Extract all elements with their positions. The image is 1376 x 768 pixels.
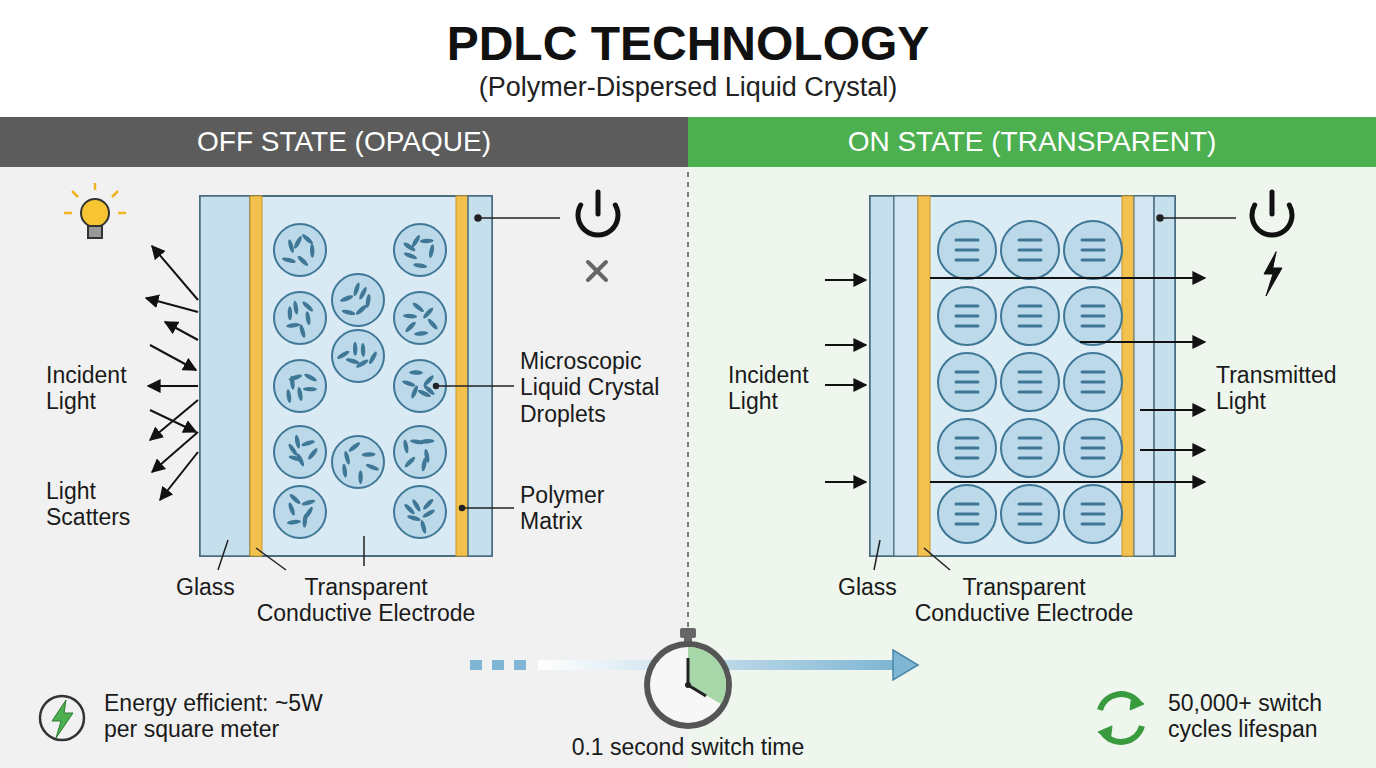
scatter-arrows: [146, 246, 198, 500]
part-label: Polymer Matrix: [520, 482, 640, 535]
divider: [687, 172, 689, 640]
part-label: Glass: [838, 574, 908, 600]
stopwatch-icon: [644, 628, 732, 729]
light-bulb-icon: [64, 183, 126, 238]
band-heading: ON STATE (TRANSPARENT): [848, 126, 1217, 158]
state-band: OFF STATE (OPAQUE): [0, 117, 688, 167]
lc-droplets-aligned: [938, 221, 1122, 543]
feature-note: Energy efficient: ~5W per square meter: [104, 690, 354, 743]
part-label: Incident Light: [46, 362, 146, 415]
part-label: Transmitted Light: [1216, 362, 1356, 415]
on-ground: [688, 167, 1376, 768]
title: PDLC TECHNOLOGY: [0, 16, 1376, 71]
part-label: Transparent Conductive Electrode: [248, 574, 484, 627]
feature-note: 0.1 second switch time: [528, 734, 848, 760]
leader-lines: [218, 215, 1236, 570]
part-label: Microscopic Liquid Crystal Droplets: [520, 348, 690, 427]
part-label: Transparent Conductive Electrode: [906, 574, 1142, 627]
part-label: Light Scatters: [46, 478, 150, 531]
feature-note: 50,000+ switch cycles lifespan: [1168, 690, 1364, 743]
power-off-icon: [578, 192, 618, 280]
band-heading: OFF STATE (OPAQUE): [197, 126, 491, 158]
off-cell: [200, 196, 492, 556]
transmit-arrows: [825, 278, 1205, 482]
cycle-icon: [1098, 694, 1144, 742]
power-on-icon: [1252, 192, 1292, 296]
subtitle: (Polymer-Dispersed Liquid Crystal): [388, 72, 988, 103]
off-ground: [0, 167, 688, 768]
state-band: ON STATE (TRANSPARENT): [688, 117, 1376, 167]
part-label: Incident Light: [728, 362, 828, 415]
on-cell: [870, 196, 1175, 556]
part-label: Glass: [176, 574, 246, 600]
lc-droplets-random: [274, 224, 446, 538]
energy-icon: [40, 696, 84, 740]
